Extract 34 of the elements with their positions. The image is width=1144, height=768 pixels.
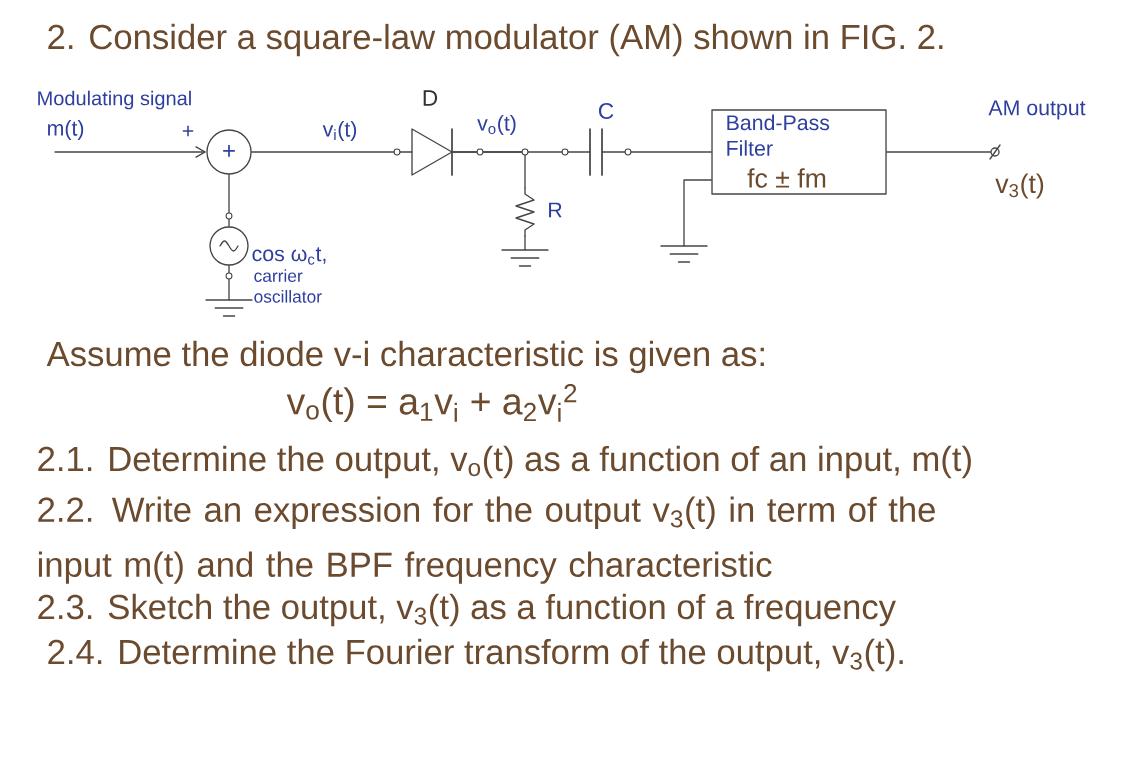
- wire: [451, 151, 526, 189]
- question-text: 2.3. Sketch the output, v$_{3}$(t) as a function of a frequency: [38, 593, 896, 627]
- signal-label: Modulating signal: [38, 90, 191, 110]
- ground-symbol: [501, 249, 549, 267]
- wire: [228, 265, 230, 301]
- arrow: [54, 146, 207, 158]
- signal-label: v$_{i}$(t): [322, 121, 357, 141]
- question-text: 2.1. Determine the output, v$_{o}$(t) as a function of an input, m(t): [38, 445, 971, 479]
- sign-label: +: [182, 125, 194, 137]
- filter-label: Band-Pass Filter: [727, 114, 830, 156]
- wire: [683, 179, 712, 247]
- component-label: D: [423, 90, 438, 106]
- signal-label: m(t): [48, 120, 84, 140]
- wire: [601, 151, 712, 153]
- wire: [886, 151, 991, 153]
- filter-box: [711, 109, 887, 195]
- wire: [251, 151, 413, 153]
- signal-label: cos ω$_{c}$t,: [252, 247, 326, 265]
- component-label: C: [599, 103, 614, 120]
- question-text: 2.4. Determine the Fourier transform of the output, v$_{3}$(t).: [48, 638, 903, 672]
- question-text: 2. Consider a square-law modulator (AM) shown in FIG. 2.: [48, 23, 943, 57]
- passband-label: fc ± fm: [747, 168, 826, 188]
- question-text: Assume the diode v-i characteristic is given as:: [46, 340, 764, 374]
- oscillator-label: carrier oscillator: [254, 269, 322, 303]
- question-text: 2.2. Write an expression for the output v$_{3}$(t) in term of the input m(t) and the BPF frequency characteristic: [38, 496, 935, 584]
- wire: [228, 174, 230, 227]
- signal-label: v$_{o}$(t): [477, 115, 516, 135]
- equation: v$_{o}$(t) = a$_{1}$v$_{i}$ + a$_{2}$v$_{i}$2: [286, 384, 577, 422]
- signal-label: v$_{3}$(t): [995, 173, 1044, 199]
- component-label: R: [549, 202, 562, 218]
- ground-symbol: [205, 299, 253, 317]
- ground-symbol: [660, 245, 708, 263]
- wire: [524, 235, 526, 251]
- output-label: AM output: [988, 100, 1086, 120]
